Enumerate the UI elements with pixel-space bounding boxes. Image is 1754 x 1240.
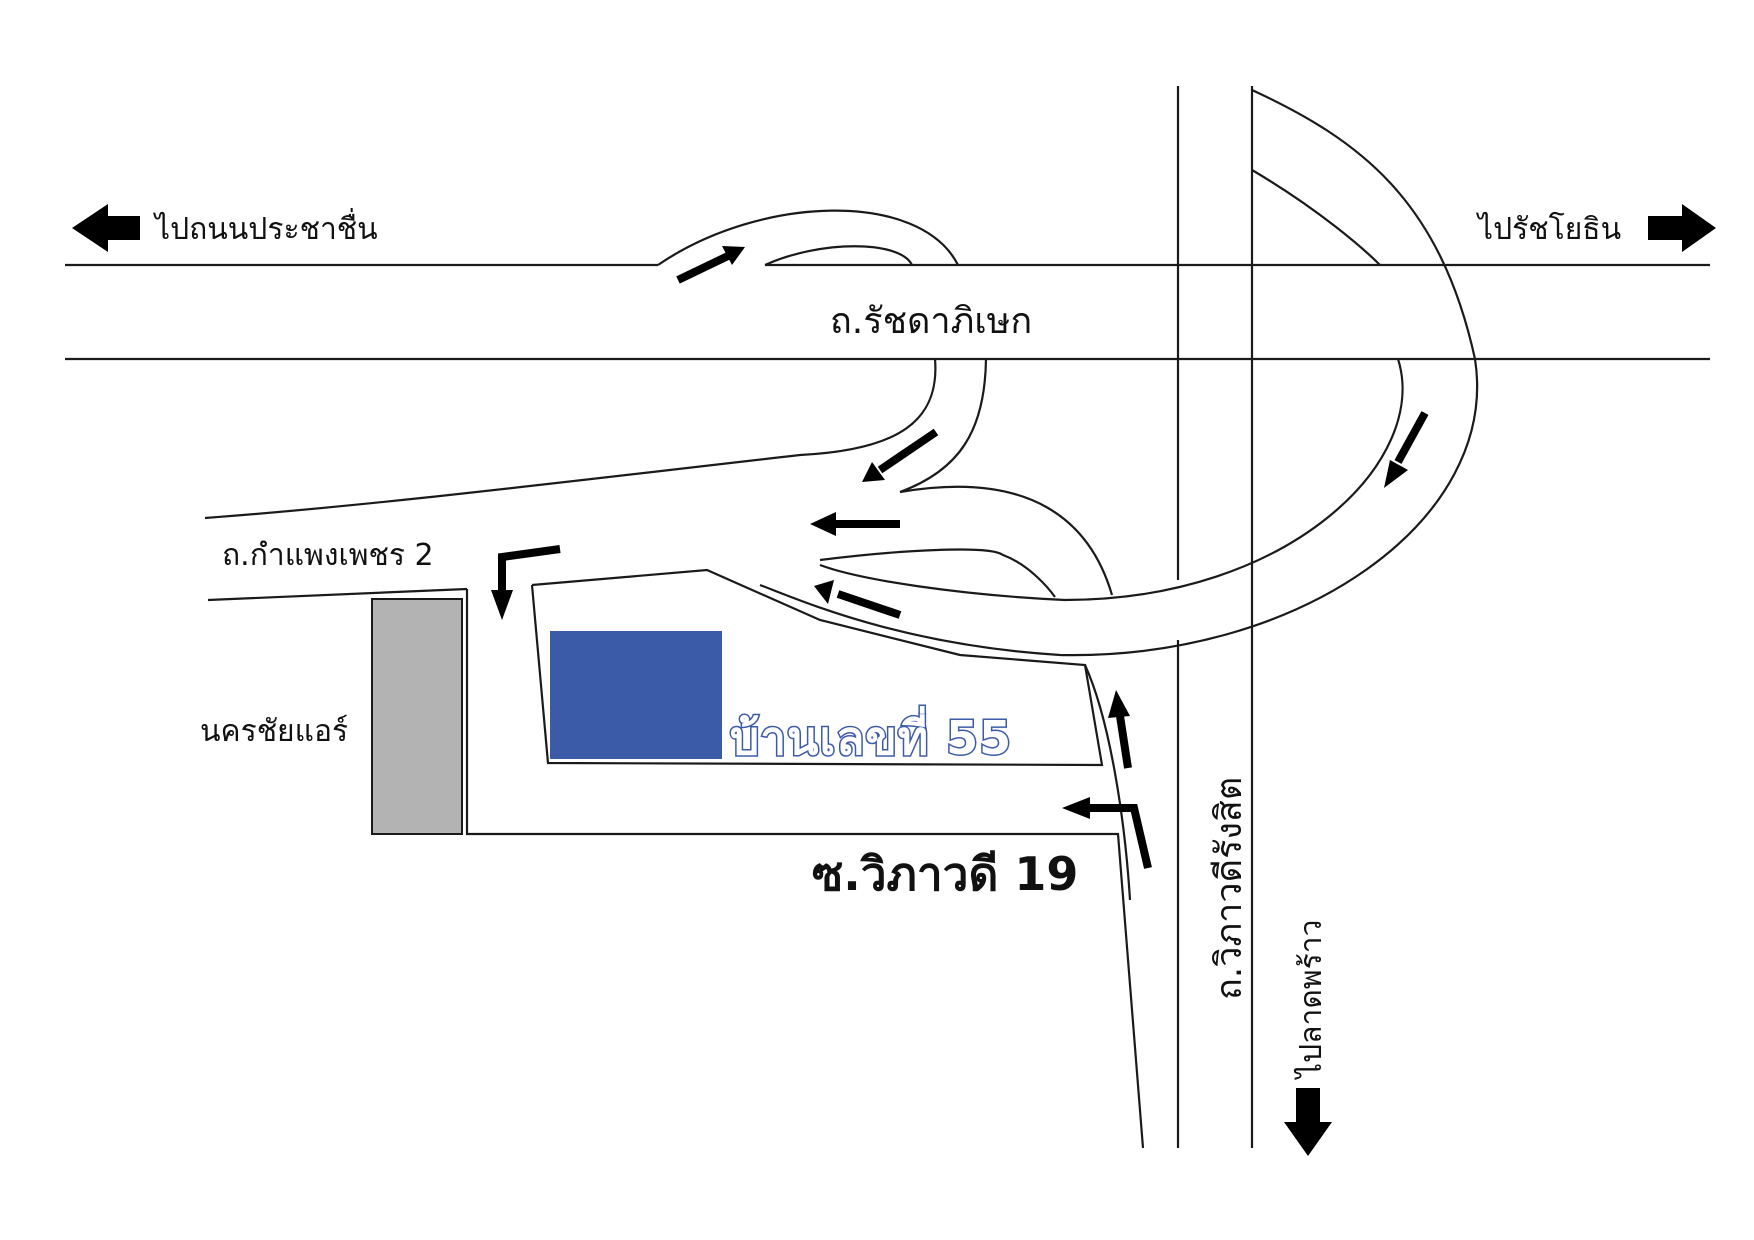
soi-vibhavadi-19-label: ซ.วิภาวดี 19 — [812, 847, 1079, 901]
to-prachachuen-label: ไปถนนประชาชื่น — [155, 212, 378, 247]
ratchadaphisek-road-label: ถ.รัชดาภิเษก — [830, 301, 1033, 342]
vibhavadi-rangsit-label: ถ.วิภาวดีรังสิต — [1209, 776, 1250, 1000]
flow-arrow-west-1 — [810, 512, 900, 536]
flow-arrow-west-2 — [814, 580, 902, 619]
flow-arrow-ramp-down — [862, 428, 939, 482]
to-ratchayothin-label: ไปรัชโยธิน — [1478, 212, 1622, 247]
right-cloverleaf-ramp — [759, 89, 1478, 901]
flow-arrow-turn-left — [491, 545, 561, 620]
to-lat-phrao-label: ไปลาดพร้าว — [1294, 919, 1329, 1078]
flow-arrow-up-1 — [1108, 690, 1132, 769]
arrow-right-icon — [1648, 204, 1716, 252]
vibhavadi-road — [1176, 86, 1254, 1148]
left-uturn-ramp — [204, 209, 1114, 596]
kamphaeng-phet-road — [207, 587, 1145, 1149]
flow-arrow-top-uturn — [676, 246, 745, 284]
traffic-arrows — [491, 246, 1429, 869]
nakhon-chai-air-building — [371, 598, 463, 835]
house-number-label: บ้านเลขที่ 55 — [728, 710, 1013, 767]
house-island — [530, 548, 1104, 767]
arrow-left-icon — [72, 204, 140, 252]
flow-arrow-cloverleaf — [1384, 411, 1429, 488]
house-55-block — [550, 631, 722, 759]
nakhon-chai-air-label: นครชัยแอร์ — [200, 714, 349, 749]
flow-arrow-soi-entry — [1062, 797, 1152, 869]
kamphaeng-phet-2-label: ถ.กำแพงเพชร 2 — [222, 538, 434, 573]
arrow-down-icon — [1284, 1088, 1332, 1156]
ratchadaphisek-road — [65, 263, 1710, 361]
